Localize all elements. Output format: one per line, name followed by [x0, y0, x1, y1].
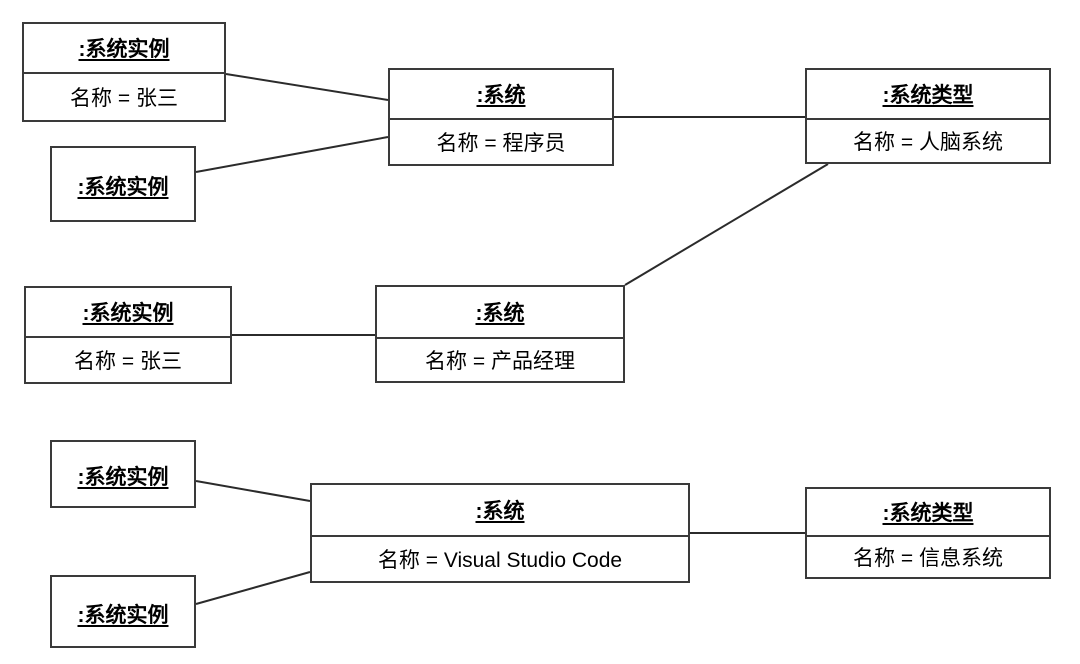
object-node-title-compartment: :系统实例 [52, 442, 194, 510]
object-node-title: :系统类型 [882, 502, 974, 525]
object-node-title-compartment: :系统类型 [807, 489, 1049, 537]
object-node-title-compartment: :系统实例 [26, 288, 230, 338]
object-node[interactable]: :系统名称 = 产品经理 [375, 285, 625, 383]
object-node-title-compartment: :系统实例 [24, 24, 224, 74]
object-node-attribute: 名称 = 张三 [74, 350, 182, 373]
object-node-title: :系统 [476, 84, 526, 107]
object-node-attribute: 名称 = Visual Studio Code [377, 549, 623, 572]
association-link [195, 571, 311, 605]
object-node-attribute-compartment: 名称 = 产品经理 [377, 339, 623, 381]
object-node-title: :系统实例 [77, 466, 169, 489]
object-node-title: :系统实例 [77, 603, 169, 627]
object-node-title: :系统实例 [77, 176, 169, 199]
object-node[interactable]: :系统类型名称 = 人脑系统 [805, 68, 1051, 164]
object-node-title: :系统 [475, 500, 525, 523]
object-node-attribute-compartment: 名称 = 人脑系统 [807, 120, 1049, 162]
object-node-attribute-compartment: 名称 = 信息系统 [807, 537, 1049, 577]
object-node-title-compartment: :系统 [377, 287, 623, 339]
object-node[interactable]: :系统实例 [50, 146, 196, 222]
object-node[interactable]: :系统实例 [50, 575, 196, 648]
object-node[interactable]: :系统名称 = 程序员 [388, 68, 614, 166]
object-node[interactable]: :系统实例名称 = 张三 [24, 286, 232, 384]
object-node-attribute: 名称 = 张三 [70, 87, 178, 110]
object-node-attribute: 名称 = 程序员 [436, 132, 566, 155]
association-link [195, 136, 389, 173]
object-node-attribute-compartment: 名称 = Visual Studio Code [312, 537, 688, 581]
object-node-title-compartment: :系统类型 [807, 70, 1049, 120]
object-node[interactable]: :系统实例 [50, 440, 196, 508]
association-link [225, 73, 389, 101]
object-node-title: :系统 [475, 302, 525, 325]
object-node-attribute: 名称 = 信息系统 [853, 547, 1003, 570]
object-node-title: :系统实例 [82, 302, 174, 325]
object-node-attribute: 名称 = 产品经理 [425, 350, 575, 373]
object-node-attribute-compartment: 名称 = 张三 [26, 338, 230, 382]
association-link [195, 480, 311, 502]
object-node[interactable]: :系统名称 = Visual Studio Code [310, 483, 690, 583]
object-node[interactable]: :系统类型名称 = 信息系统 [805, 487, 1051, 579]
association-link [624, 163, 829, 286]
object-node-attribute-compartment: 名称 = 张三 [24, 74, 224, 120]
object-node-title-compartment: :系统实例 [52, 577, 194, 650]
object-node[interactable]: :系统实例名称 = 张三 [22, 22, 226, 122]
object-node-attribute-compartment: 名称 = 程序员 [390, 120, 612, 164]
object-node-title-compartment: :系统 [312, 485, 688, 537]
object-node-attribute: 名称 = 人脑系统 [853, 131, 1003, 154]
object-node-title-compartment: :系统 [390, 70, 612, 120]
object-node-title: :系统类型 [882, 84, 974, 107]
object-node-title: :系统实例 [78, 38, 170, 61]
object-node-title-compartment: :系统实例 [52, 148, 194, 224]
